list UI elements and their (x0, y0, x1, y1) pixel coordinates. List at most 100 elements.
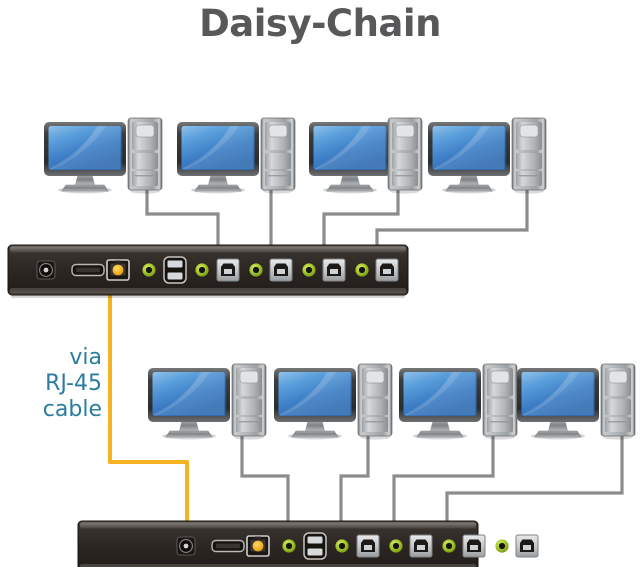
computer-3-tower (387, 117, 423, 194)
computer-3 (309, 117, 423, 194)
tower-panel-bottom (132, 171, 158, 186)
tower-panel-middle (132, 153, 158, 169)
port-usb-b-port[interactable] (269, 258, 293, 282)
tower-panel-bottom (516, 171, 542, 186)
audio-jack-hole (392, 542, 400, 550)
tower-vent-line (608, 421, 627, 423)
usb-b-tongue (364, 545, 372, 550)
port-audio-jack[interactable] (389, 539, 403, 553)
monitor-stand (208, 174, 228, 185)
port-audio-jack[interactable] (142, 263, 156, 277)
port-usb-b-port[interactable] (356, 534, 380, 558)
monitor-base (165, 430, 213, 438)
port-usb-b-port[interactable] (216, 258, 240, 282)
rj45-label-line-2: RJ-45 (45, 371, 102, 396)
monitor-base (291, 430, 339, 438)
screen-gloss (183, 126, 253, 169)
monitor-screen (432, 126, 506, 170)
monitor-stand (548, 420, 568, 431)
usb-b-tongue (417, 545, 425, 550)
tower-panel-bottom (265, 171, 291, 186)
computer-5-monitor (148, 368, 230, 440)
top-kvm-switch-bottom-edge (10, 288, 406, 293)
rj45-clip (115, 260, 121, 265)
usb-b-tongue (523, 545, 531, 550)
computer-6-tower (357, 363, 393, 440)
screen-gloss (434, 126, 504, 169)
tower-panel-bottom (605, 417, 631, 432)
port-rj45-port[interactable] (246, 535, 270, 557)
monitor-base (194, 184, 242, 192)
screen-gloss (523, 372, 593, 415)
port-usb-b-port[interactable] (462, 534, 486, 558)
display-port-slot (216, 543, 240, 549)
port-audio-jack[interactable] (495, 539, 509, 553)
computer-1 (44, 117, 163, 194)
tower-panel-middle (487, 399, 513, 415)
port-audio-jack[interactable] (302, 263, 316, 277)
port-audio-jack[interactable] (195, 263, 209, 277)
rj45-connected-plug (112, 264, 124, 276)
top-kvm-switch-top-edge (10, 246, 406, 253)
usb-b-tongue (383, 269, 391, 274)
screen-gloss (315, 126, 385, 169)
rj45-cable (108, 268, 189, 544)
port-audio-jack[interactable] (335, 539, 349, 553)
port-display-port[interactable] (71, 263, 105, 277)
audio-jack-hole (252, 266, 260, 274)
port-usb-b-port[interactable] (322, 258, 346, 282)
screen-gloss (154, 372, 224, 415)
computer-8-tower (600, 363, 636, 440)
computer-4 (428, 117, 547, 194)
bottom-kvm-switch[interactable] (77, 520, 539, 567)
pc-cables (145, 190, 624, 534)
rj45-label-line-1: via (69, 345, 102, 370)
port-display-port[interactable] (211, 539, 245, 553)
usb-b-tongue (470, 545, 478, 550)
usb-a-port-lower (307, 548, 323, 556)
monitor-screen (48, 126, 122, 170)
optical-drive (395, 124, 415, 138)
port-audio-jack[interactable] (355, 263, 369, 277)
port-usb-a-stack[interactable] (303, 532, 327, 560)
computer-2-tower (260, 117, 296, 194)
kvm-switches (7, 244, 539, 567)
tower-panel-bottom (392, 171, 418, 186)
port-audio-jack[interactable] (282, 539, 296, 553)
screen-gloss-arc (50, 126, 106, 170)
port-usb-b-port[interactable] (409, 534, 433, 558)
optical-drive (239, 370, 259, 384)
computer-3-monitor (309, 122, 391, 194)
screen-gloss-arc (280, 372, 336, 416)
computer-4-tower (511, 117, 547, 194)
tower-panel-middle (516, 153, 542, 169)
cable-computer-5-to-bottom-switch (240, 436, 290, 534)
usb-a-port-upper (167, 260, 183, 268)
usb-a-port-lower (167, 272, 183, 280)
port-power-jack[interactable] (176, 536, 196, 556)
optical-drive (268, 124, 288, 138)
computer-6 (274, 363, 393, 440)
audio-jack-hole (498, 542, 506, 550)
port-usb-b-port[interactable] (515, 534, 539, 558)
port-audio-jack[interactable] (249, 263, 263, 277)
tower-vent-line (239, 421, 258, 423)
tower-vent-line (135, 175, 154, 177)
port-usb-a-stack[interactable] (163, 256, 187, 284)
bottom-kvm-switch-top-edge (80, 522, 476, 529)
top-kvm-switch[interactable] (7, 244, 409, 298)
port-power-jack[interactable] (36, 260, 56, 280)
port-rj45-port[interactable] (106, 259, 130, 281)
cable-computer-6-to-bottom-switch (339, 436, 370, 534)
bottom-kvm-switch-bottom-edge (80, 564, 476, 567)
port-usb-b-port[interactable] (375, 258, 399, 282)
tower-panel-middle (265, 153, 291, 169)
port-audio-jack[interactable] (442, 539, 456, 553)
usb-b-tongue (224, 269, 232, 274)
audio-jack-hole (338, 542, 346, 550)
tower-panel-middle (362, 399, 388, 415)
